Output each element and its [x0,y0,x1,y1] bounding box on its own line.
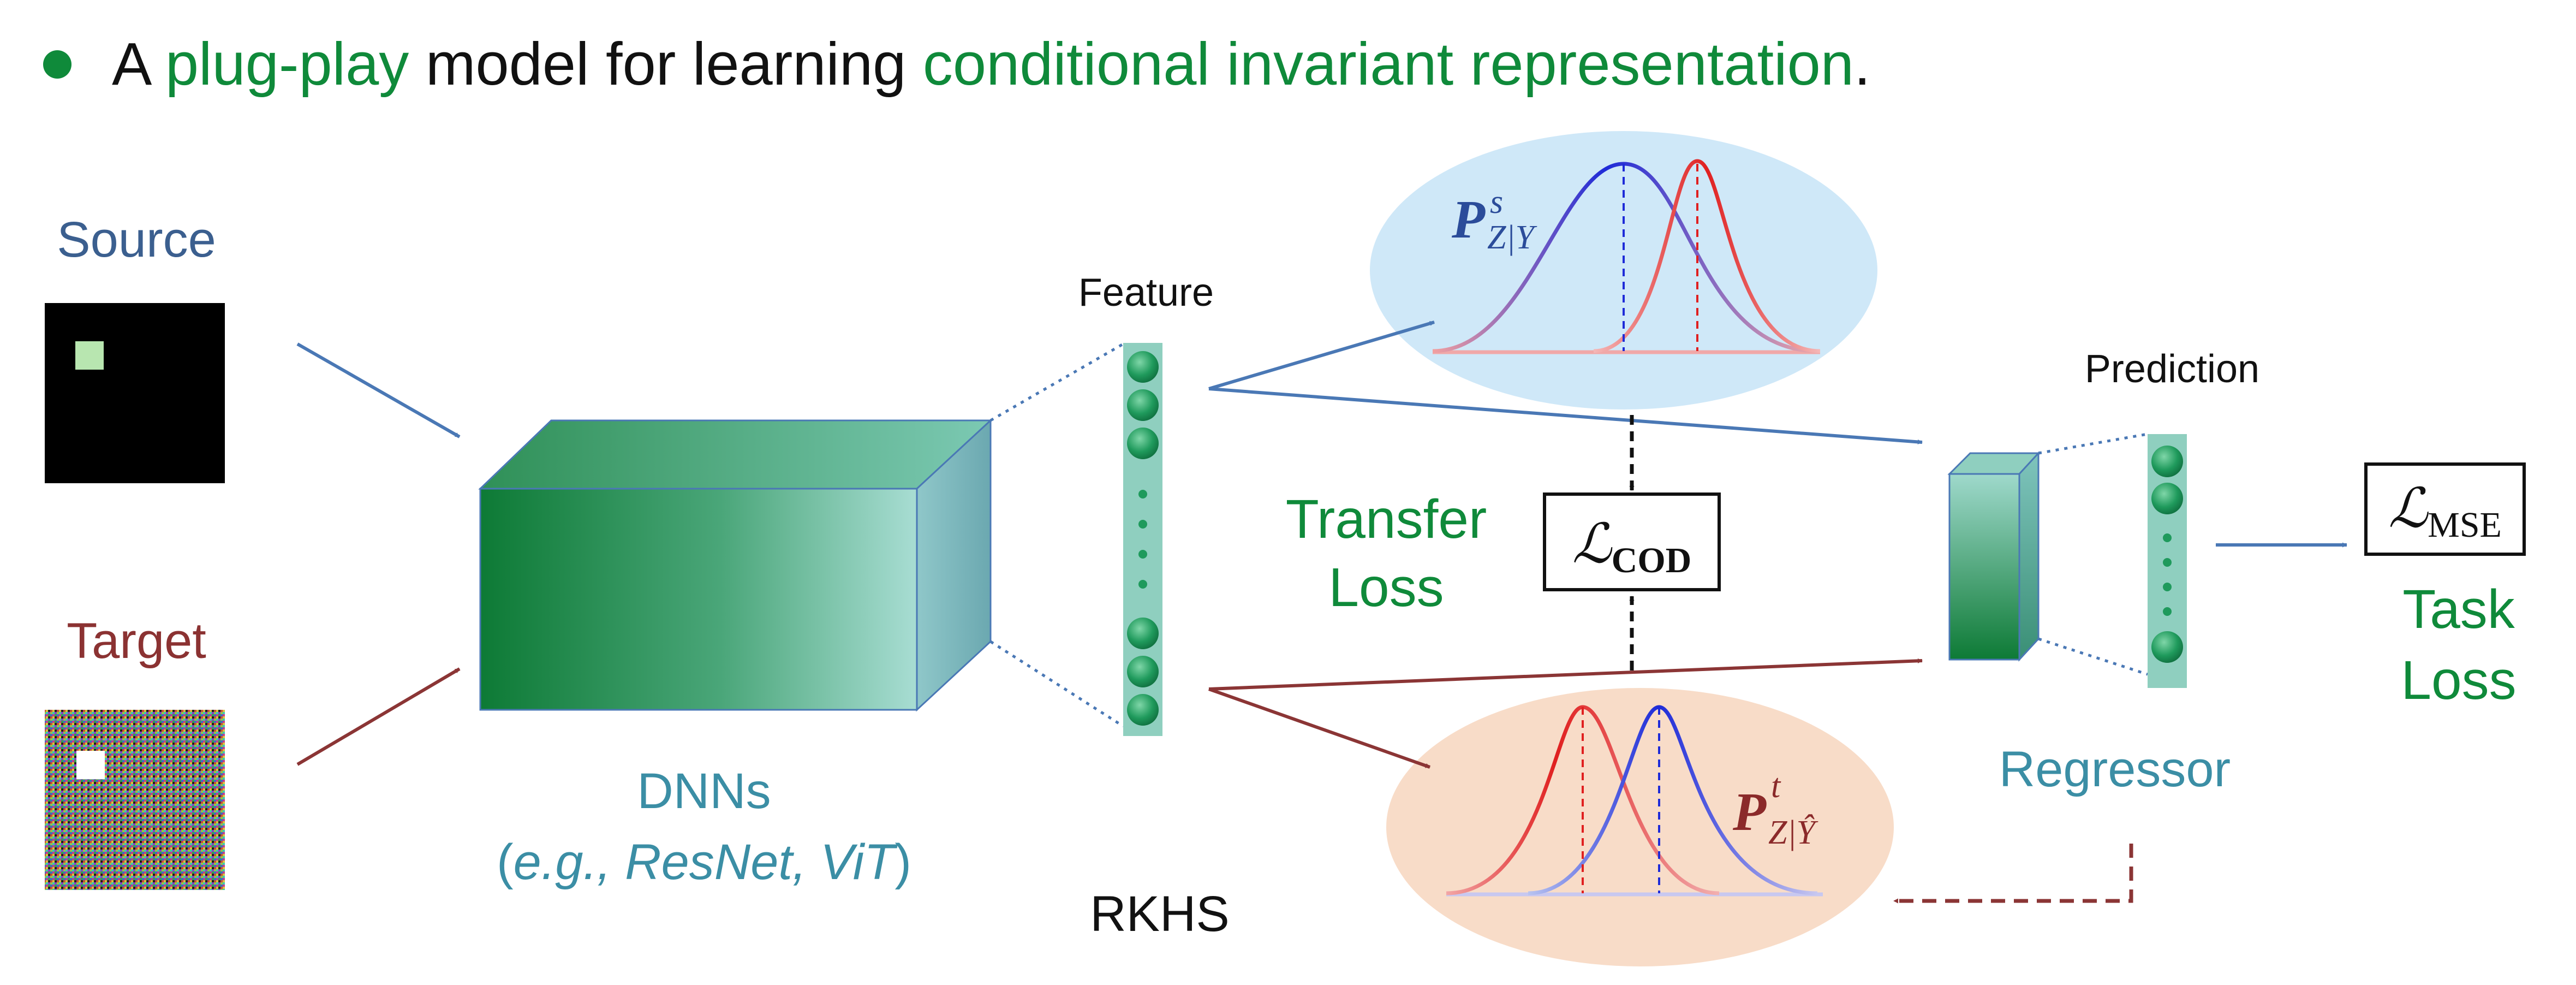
source-image [45,303,225,483]
feature-node [1127,428,1159,459]
prediction-node-dot [2163,558,2172,567]
cube-feature-connector-top [989,342,1124,422]
feature-to-regressor-source-arrow [1208,387,1923,444]
dnn-block-top [478,419,993,490]
target-image [45,710,225,890]
source-label: Source [57,212,216,268]
headline-suffix: . [1854,31,1871,98]
task-loss-line1: Task [2402,579,2515,640]
dnn-block [478,418,993,712]
prediction-node-dot [2163,607,2172,616]
feature-node [1127,389,1159,421]
prediction-label: Prediction [2085,347,2259,391]
bullet-icon [43,50,71,79]
cod-loss-box [1543,492,1721,591]
feature-to-target-dist-arrow [1208,687,1430,769]
feature-to-source-dist-arrow [1208,321,1435,390]
feature-node-dot [1138,580,1147,589]
feature-node [1127,694,1159,726]
cube-feature-connector-bottom [989,640,1124,728]
source-distribution-label: P [1451,189,1486,250]
dnn-block-front [479,488,918,711]
feature-nodes [1127,351,1159,726]
target-distribution-sup: t [1771,768,1781,805]
target-distribution-bubble [1386,688,1894,966]
transfer-loss-line2: Loss [1328,557,1444,618]
dnn-examples: (e.g., ResNet, ViT) [497,834,911,890]
headline-middle: model for learning [409,31,923,98]
pseudo-label-feedback-arrow [1893,844,2133,904]
source-image-square [75,341,104,370]
prediction-node [2151,483,2183,514]
transfer-loss-line1: Transfer [1286,489,1487,550]
feature-node [1127,351,1159,383]
dnn-title: DNNs [637,763,771,819]
feature-node-dot [1138,520,1147,529]
feature-node [1127,656,1159,687]
target-image-square [76,751,105,779]
prediction-node-dot [2163,533,2172,542]
regressor-side [2018,451,2040,662]
feature-node-dot [1138,550,1147,559]
target-to-dnn-arrow [296,667,461,766]
regressor-prediction-connector-bottom [2038,637,2148,676]
prediction-nodes [2151,446,2183,663]
target-label: Target [67,613,206,669]
mse-loss-formula: ℒMSE [2388,478,2502,545]
headline-highlight-plug-play: plug-play [165,31,409,98]
headline-prefix: A [112,31,165,98]
prediction-node-dot [2163,583,2172,591]
source-distribution-sup: s [1490,183,1503,221]
feature-node-dot [1138,490,1147,499]
prediction-node [2151,631,2183,663]
task-loss-line2: Loss [2401,650,2516,711]
regressor-prediction-connector-top [2038,432,2148,455]
prediction-node [2151,446,2183,477]
cod-loss-formula: ℒCOD [1572,514,1692,580]
feature-label: Feature [1078,271,1214,315]
target-distribution-sub: Z|Ŷ [1768,814,1818,851]
rkhs-label: RKHS [1090,886,1230,942]
headline: A plug-play model for learning condition… [112,31,1871,98]
source-distribution-sub: Z|Y [1487,219,1537,256]
regressor-front [1948,473,2020,661]
headline-highlight-conditional: conditional invariant representation [923,31,1854,98]
source-red-curve [1593,159,1821,353]
feature-node [1127,618,1159,649]
mse-loss-box [2364,462,2526,556]
source-to-dnn-arrow [296,342,461,438]
regressor-label: Regressor [1999,741,2231,797]
feature-to-regressor-target-arrow [1208,658,1923,691]
target-distribution-label: P [1732,781,1767,842]
regressor-block [1947,451,2041,662]
